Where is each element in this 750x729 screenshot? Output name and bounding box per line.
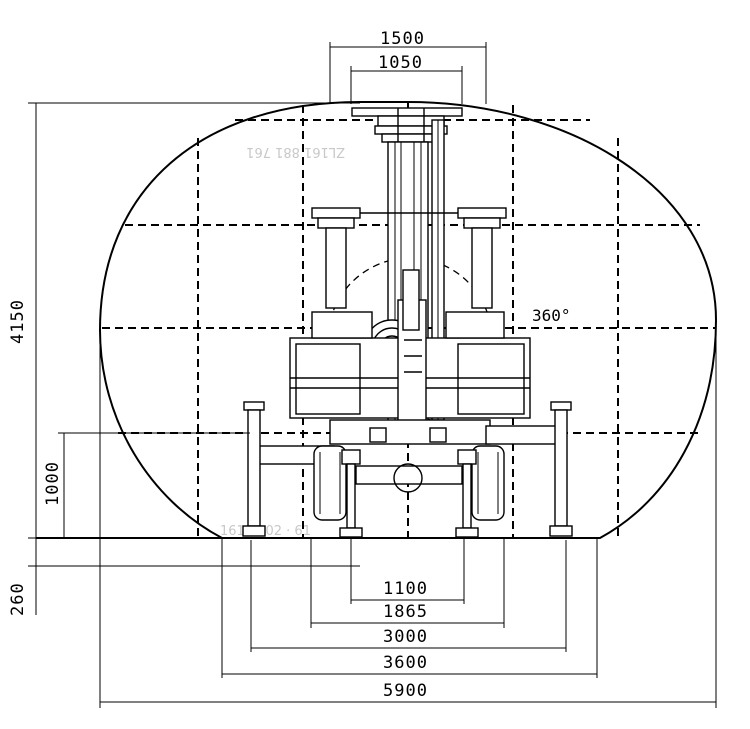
dim-height-total-label: 4150 (8, 299, 28, 344)
ghost-text-top: ZL161 881 761 (246, 144, 345, 159)
dim-top-outer (329, 42, 487, 104)
dim-bottom-3-label: 3000 (383, 627, 428, 647)
dim-height-support-label: 1000 (43, 461, 63, 506)
dim-height-total (28, 102, 360, 538)
bottom-extension-lines (99, 330, 717, 708)
dim-bottom-5-label: 5900 (383, 681, 428, 701)
rotation-label: 360° (532, 306, 571, 325)
dim-bottom-4-label: 3600 (383, 653, 428, 673)
dim-top-inner-label: 1050 (378, 53, 423, 73)
dim-top-inner (350, 66, 463, 104)
dim-height-support (58, 432, 250, 538)
dim-height-ground-label: 260 (8, 582, 28, 616)
dim-bottom-1-label: 1100 (383, 579, 428, 599)
dim-bottom-2-label: 1865 (383, 602, 428, 622)
dim-height-ground (28, 537, 360, 615)
dim-top-outer-label: 1500 (380, 29, 425, 49)
drill-rig (242, 107, 573, 538)
